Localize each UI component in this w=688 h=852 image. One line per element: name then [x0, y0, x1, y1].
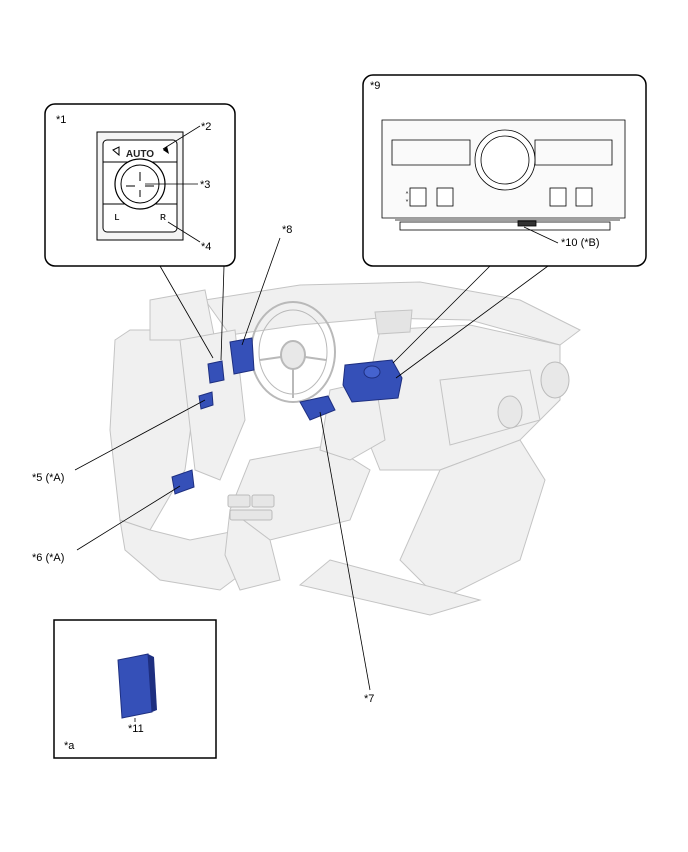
left-label: L — [115, 213, 120, 222]
callout-7: *7 — [364, 693, 374, 705]
mirror-right-icon — [163, 146, 169, 154]
callout-a: *a — [64, 740, 75, 752]
climate-panel: ˄ ˅ — [381, 119, 626, 231]
steering-wheel — [250, 301, 336, 403]
inset-a — [53, 619, 217, 759]
callout-1: *1 — [56, 114, 66, 126]
down-chevron-icon: ˅ — [405, 199, 409, 208]
mirror-switch: AUTO L R — [96, 131, 184, 241]
up-chevron-icon: ˄ — [405, 191, 409, 200]
callout-2: *2 — [201, 121, 211, 133]
inset-1: AUTO L R — [44, 103, 236, 267]
leader-lines — [74, 237, 549, 691]
mirror-left-icon — [112, 146, 120, 157]
vehicle-interior — [109, 281, 581, 616]
component-1 — [207, 360, 225, 384]
auto-label: AUTO — [126, 149, 154, 160]
callout-9: *9 — [370, 80, 380, 92]
callout-6: *6 (*A) — [32, 552, 64, 564]
inset-9: ˄ ˅ — [362, 74, 647, 267]
callout-10: *10 (*B) — [561, 237, 600, 249]
component-9 — [342, 359, 403, 403]
rear-vents — [227, 494, 275, 521]
component-8 — [229, 337, 255, 375]
right-dash-vent — [497, 361, 570, 429]
callout-8: *8 — [282, 224, 292, 236]
component-7 — [299, 395, 336, 421]
callout-3: *3 — [200, 179, 210, 191]
right-label: R — [160, 213, 166, 222]
component-11 — [117, 653, 153, 719]
callout-5: *5 (*A) — [32, 472, 64, 484]
callout-11: *11 — [128, 723, 144, 735]
callout-4: *4 — [201, 241, 211, 253]
components — [171, 337, 403, 495]
component-5 — [198, 391, 214, 410]
